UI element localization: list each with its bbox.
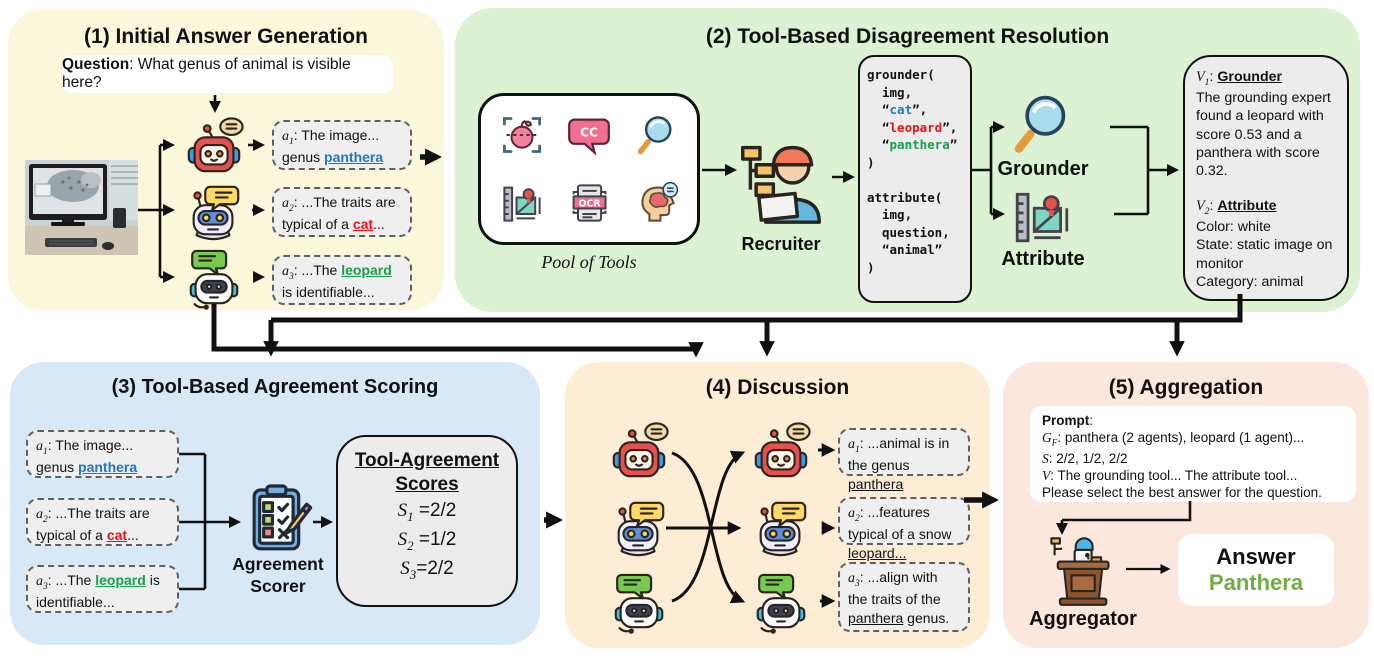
panel-initial-answer-generation: (1) Initial Answer Generation Question: … bbox=[8, 10, 444, 310]
robot-agent1-icon bbox=[187, 117, 244, 173]
attribute-measure-icon bbox=[1011, 185, 1073, 247]
object-detection-icon bbox=[502, 117, 541, 153]
answer-value: Panthera bbox=[1208, 570, 1304, 595]
verdict2-line: Category: animal bbox=[1196, 273, 1304, 290]
panel-tool-based-agreement-scoring: (3) Tool-Based Agreement Scoring a1: The… bbox=[10, 362, 540, 645]
robot-agent2-icon bbox=[192, 185, 240, 241]
score-row: S3=2/2 bbox=[400, 557, 454, 582]
prompt-label: Prompt: bbox=[1042, 413, 1094, 428]
final-answer-box: Answer Panthera bbox=[1178, 534, 1334, 606]
verdict2-line: Color: white bbox=[1196, 219, 1271, 236]
score-row: S1 =2/2 bbox=[397, 499, 457, 524]
panel-discussion: (4) Discussion a1: ...animal is in the g… bbox=[565, 362, 990, 648]
attribute-label: Attribute bbox=[1001, 248, 1085, 270]
answer-label: Answer bbox=[1216, 544, 1296, 569]
panel2-title: (2) Tool-Based Disagreement Resolution bbox=[705, 25, 1110, 48]
recruiter-label: Recruiter bbox=[741, 234, 821, 254]
knowledge-icon bbox=[641, 181, 679, 222]
robot-agent2-icon bbox=[617, 501, 665, 557]
snow-leopard-monitor-photo bbox=[25, 160, 138, 255]
panel-aggregation: (5) Aggregation Prompt: GF: panthera (2 … bbox=[1003, 362, 1369, 648]
score-row: S2 =1/2 bbox=[397, 528, 457, 553]
robot-agent3-icon bbox=[614, 573, 664, 634]
robot-agent1-icon bbox=[612, 422, 669, 478]
answer-box-a1: a1: The image... genus panthera bbox=[26, 430, 179, 478]
panel3-title: (3) Tool-Based Agreement Scoring bbox=[111, 376, 439, 398]
answer-box-a3: a3: ...The leopard is identifiable... bbox=[26, 565, 179, 613]
answer-box-a3: a3: ...The leopard is identifiable... bbox=[272, 255, 412, 305]
prompt-line-instruction: Please select the best answer for the qu… bbox=[1042, 485, 1322, 501]
captioning-icon bbox=[568, 118, 610, 154]
answer-box-a2: a2: ...The traits are typical of a cat..… bbox=[272, 187, 412, 237]
measurement-icon bbox=[502, 185, 541, 223]
verdict1-text: The grounding expert found a leopard wit… bbox=[1196, 90, 1331, 179]
aggregator-label: Aggregator bbox=[1029, 608, 1137, 630]
robot-agent1-icon bbox=[754, 422, 811, 478]
tool-call-code-box: grounder( img, “cat”, “leopard”, “panthe… bbox=[858, 55, 972, 303]
answer-box-a1: a1: The image... genus panthera bbox=[272, 120, 412, 170]
answer-box-a2: a2: ...features typical of a snow leopar… bbox=[838, 497, 970, 561]
prompt-line-g: GF: panthera (2 agents), leopard (1 agen… bbox=[1042, 430, 1305, 448]
aggregator-podium-icon bbox=[1050, 537, 1110, 606]
grounder-label: Grounder bbox=[997, 158, 1089, 180]
prompt-box: Prompt: GF: panthera (2 agents), leopard… bbox=[1030, 406, 1356, 502]
robot-agent3-icon bbox=[189, 249, 239, 310]
verdict2-line: State: static image on monitor bbox=[1196, 237, 1333, 272]
question-box: Question: What genus of animal is visibl… bbox=[62, 55, 393, 93]
prompt-line-s: S: 2/2, 1/2, 2/2 bbox=[1042, 450, 1128, 466]
robot-agent3-icon bbox=[756, 573, 806, 634]
answer-box-a2: a2: ...The traits are typical of a cat..… bbox=[26, 498, 179, 546]
agreement-scorer-clipboard-icon bbox=[252, 484, 313, 551]
grounder-magnifier-icon bbox=[1009, 91, 1075, 157]
panel1-title: (1) Initial Answer Generation bbox=[84, 25, 368, 48]
tool-verdicts-box: V1: Grounder The grounding expert found … bbox=[1183, 55, 1349, 301]
panel4-title: (4) Discussion bbox=[705, 376, 850, 399]
verdict1-heading: V1: Grounder bbox=[1196, 69, 1283, 88]
panel-tool-based-disagreement-resolution: (2) Tool-Based Disagreement Resolution P… bbox=[455, 8, 1360, 312]
ocr-icon bbox=[572, 184, 607, 222]
recruiter-icon bbox=[741, 145, 821, 224]
answer-box-a1: a1: ...animal is in the genus panthera bbox=[838, 428, 970, 492]
answer-box-a3: a3: ...align with the traits of the pant… bbox=[838, 562, 970, 632]
verdict2-heading: V2: Attribute bbox=[1196, 198, 1277, 217]
prompt-line-v: V: The grounding tool... The attribute t… bbox=[1042, 467, 1298, 483]
pool-of-tools-label: Pool of Tools bbox=[541, 252, 637, 272]
robot-agent2-icon bbox=[759, 501, 807, 557]
panel5-title: (5) Aggregation bbox=[1108, 376, 1264, 399]
search-icon bbox=[634, 113, 678, 157]
question-text: Question: What genus of animal is visibl… bbox=[62, 56, 351, 91]
